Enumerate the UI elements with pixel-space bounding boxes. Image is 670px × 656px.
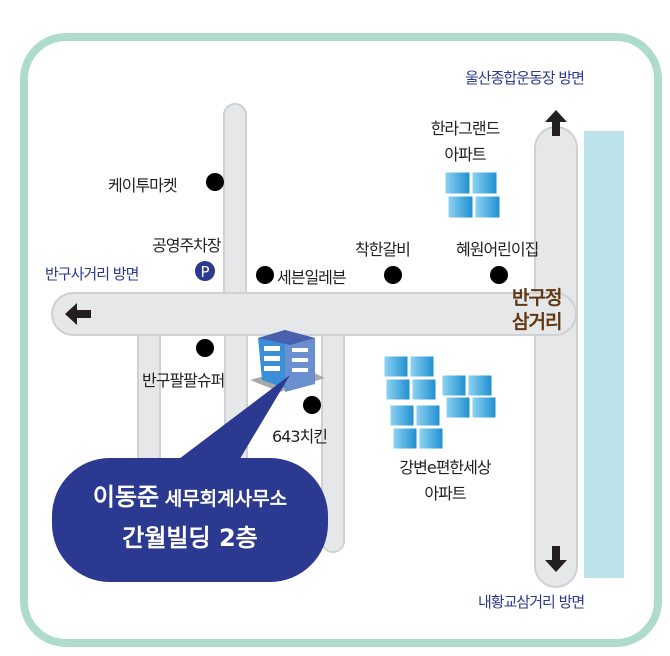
arrow-up-icon (545, 110, 567, 136)
office-name: 이동준 (92, 483, 160, 511)
office-building: 간월빌딩 2층 (122, 524, 258, 552)
gangbyeon-line-1: 강변e편한세상 (399, 458, 491, 477)
office-callout (52, 375, 328, 582)
halla-line-1: 한라그랜드 (430, 119, 501, 138)
road-upper-left (223, 103, 247, 305)
label-kt-market: 케이투마켓 (108, 176, 178, 195)
parking-icon (195, 261, 215, 281)
dot-chicken (303, 396, 321, 414)
label-halla: 한라그랜드 아파트 (415, 116, 515, 168)
dot-super (196, 339, 214, 357)
office-type: 세무회계사무소 (164, 488, 288, 510)
road-main (51, 292, 577, 336)
parking-symbol: P (200, 263, 209, 281)
arrows (65, 110, 567, 572)
intersection-line-2: 삼거리 (512, 311, 562, 333)
dot-kt-market (206, 173, 224, 191)
gangbyeon-line-2: 아파트 (424, 484, 466, 503)
label-super: 반구팔팔슈퍼 (142, 371, 225, 390)
halla-apartment-icon (444, 171, 501, 219)
label-gangbyeon: 강변e편한세상 아파트 (375, 455, 515, 507)
gangbyeon-apartment-icon (383, 355, 497, 450)
direction-south: 내황교삼거리 방면 (478, 593, 585, 611)
label-galbi: 착한갈비 (355, 240, 411, 259)
river (584, 131, 624, 578)
arrow-left-icon (65, 303, 91, 325)
dot-galbi (384, 266, 402, 284)
office-building-icon (250, 330, 325, 392)
intersection-line-1: 반구정 (512, 287, 562, 309)
office-info: 이동준 세무회계사무소 간월빌딩 2층 (52, 478, 328, 557)
label-seven-eleven: 세븐일레븐 (277, 268, 347, 287)
poi-dots (196, 173, 508, 414)
arrow-down-icon (545, 546, 567, 572)
road-right (534, 126, 578, 588)
label-chicken: 643치킨 (272, 427, 328, 446)
label-daycare: 혜원어린이집 (456, 240, 539, 259)
halla-line-2: 아파트 (444, 145, 486, 164)
direction-west: 반구사거리 방면 (45, 265, 139, 283)
direction-north: 울산종합운동장 방면 (465, 69, 585, 87)
dot-daycare (490, 266, 508, 284)
dot-seven-eleven (256, 266, 274, 284)
label-parking: 공영주차장 (152, 236, 222, 255)
intersection-label: 반구정 삼거리 (512, 286, 562, 334)
